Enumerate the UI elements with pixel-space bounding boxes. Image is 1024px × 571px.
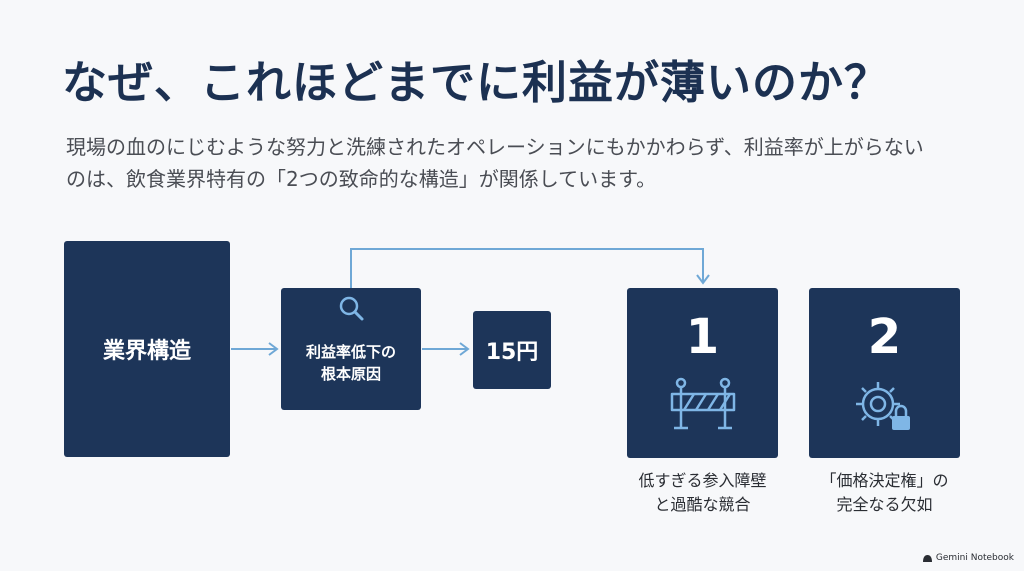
- subtitle-line-2: のは、飲食業界特有の「2つの致命的な構造」が関係しています。: [66, 167, 657, 191]
- factor-1-caption-line-1: 低すぎる参入障壁: [638, 471, 767, 490]
- brand-label: Gemini Notebook: [935, 553, 1014, 563]
- arrow-root-to-factor1: [350, 248, 704, 288]
- root-cause-line-2: 根本原因: [320, 365, 381, 383]
- factor-2-caption-line-2: 完全なる欠如: [836, 495, 933, 514]
- barrier-icon: [670, 377, 735, 430]
- factor-1-caption: 低すぎる参入障壁 と過酷な競合: [627, 469, 778, 517]
- subtitle-line-1: 現場の血のにじむような努力と洗練されたオペレーションにもかかわらず、利益率が上が…: [66, 135, 924, 159]
- fifteen-yen-box: 15円: [473, 311, 551, 389]
- factor-2-caption: 「価格決定権」の 完全なる欠如: [809, 469, 960, 517]
- page-title: なぜ、これほどまでに利益が薄いのか？: [62, 56, 891, 109]
- arrowhead-3: [696, 274, 710, 285]
- arrowhead-1: [268, 342, 279, 356]
- root-cause-box: 利益率低下の 根本原因: [281, 288, 421, 410]
- notebook-logo-icon: [922, 554, 932, 562]
- subtitle: 現場の血のにじむような努力と洗練されたオペレーションにもかかわらず、利益率が上が…: [66, 131, 966, 195]
- industry-structure-box: 業界構造: [64, 241, 230, 457]
- arrowhead-2: [459, 342, 470, 356]
- factor-1-caption-line-2: と過酷な競合: [654, 495, 751, 514]
- factor-1-box: 1: [627, 288, 778, 458]
- factor-2-box: 2: [809, 288, 960, 458]
- brand-watermark: Gemini Notebook: [922, 553, 1014, 563]
- gear-lock-icon: [855, 382, 910, 430]
- root-cause-line-1: 利益率低下の: [305, 343, 396, 361]
- factor-2-number: 2: [867, 309, 902, 365]
- factor-2-caption-line-1: 「価格決定権」の: [820, 471, 949, 490]
- factor-1-number: 1: [685, 309, 720, 365]
- search-icon: [339, 296, 364, 321]
